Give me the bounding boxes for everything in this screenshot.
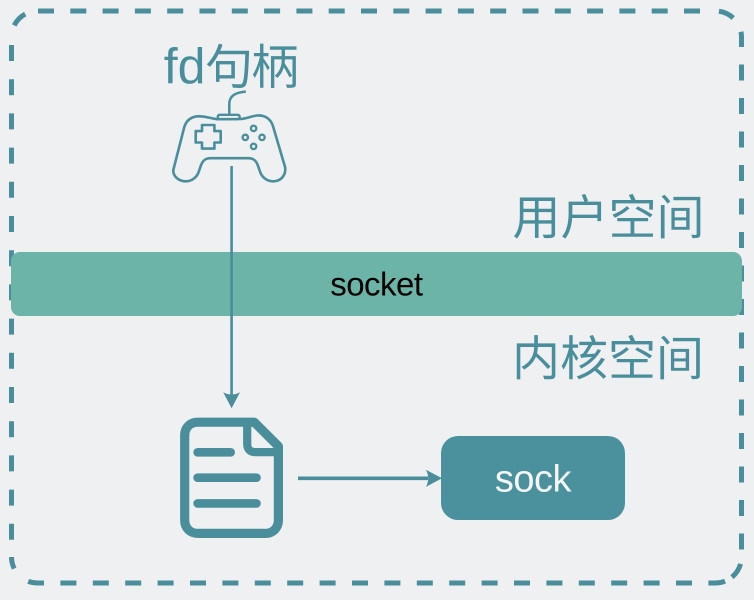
svg-text:fd: fd: [164, 39, 206, 95]
svg-text:sock: sock: [495, 459, 573, 501]
svg-text:socket: socket: [330, 266, 423, 303]
